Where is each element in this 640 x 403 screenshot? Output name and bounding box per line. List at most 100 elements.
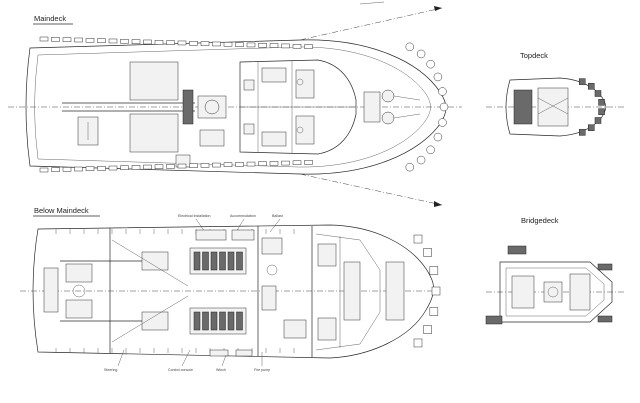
fender (292, 160, 302, 165)
cylinder (236, 251, 243, 271)
bridgedeck-plan: Bridgedeck (485, 216, 626, 325)
fender (416, 49, 426, 59)
fender (166, 40, 175, 45)
fender (212, 41, 221, 47)
wheelhouse (505, 267, 605, 317)
fender (166, 164, 175, 169)
topdeck-detail-lines (299, 1, 443, 207)
forepeak-cabins (315, 233, 381, 351)
fender (413, 234, 423, 244)
maindeck-hatch-starboard (129, 113, 179, 153)
fender (433, 72, 443, 82)
cylinder (202, 311, 209, 331)
anchor-gypsy-starboard (381, 111, 395, 125)
fender (438, 87, 447, 96)
bridgedeck-label: Bridgedeck (521, 216, 559, 225)
fender (154, 40, 164, 45)
cylinder (236, 311, 243, 331)
chart-table (511, 275, 535, 309)
below-maindeck-plan: Below Maindeck Electrical installation A… (20, 206, 441, 372)
topdeck-fenders (579, 78, 605, 136)
chain-locker (385, 261, 405, 321)
fender (212, 162, 221, 168)
callout-bottom-3: Winch (216, 368, 226, 372)
fender (85, 166, 95, 171)
fender (304, 160, 313, 165)
callout-top-2: Accommodation (230, 214, 256, 218)
cylinder (193, 251, 201, 271)
fender (304, 44, 313, 49)
fender (223, 162, 233, 167)
fender (143, 39, 152, 45)
callout-bottom-1: Steering (104, 368, 117, 372)
fender (235, 162, 244, 167)
maindeck-hatch-port (129, 61, 179, 101)
cabin-bunk-starboard (317, 317, 337, 341)
callout-top-3: Ballast (272, 214, 283, 218)
fender (131, 165, 141, 170)
deckhouse (239, 59, 357, 155)
fender (51, 37, 60, 42)
fender (416, 155, 426, 165)
callout-bottom-4: Fire pump (254, 368, 270, 372)
cylinder (202, 251, 209, 271)
towing-winch (182, 89, 194, 125)
fender (177, 40, 187, 46)
engine-cylinders-port (193, 251, 243, 271)
mess-table (261, 131, 287, 147)
topdeck-label: Topdeck (520, 51, 548, 60)
fender (143, 164, 152, 170)
bow-fenders (413, 234, 441, 348)
fender (258, 161, 267, 166)
fender (405, 42, 415, 52)
anchor-windlass (363, 91, 381, 123)
fender (177, 163, 187, 169)
cylinder (219, 251, 226, 271)
fender (246, 161, 256, 167)
rudder-stock (72, 284, 86, 298)
fender (85, 38, 95, 43)
fender (120, 165, 129, 170)
below-maindeck-label: Below Maindeck (34, 206, 89, 215)
fender (97, 166, 106, 171)
maindeck-plan: Maindeck (8, 1, 462, 207)
galley-unit (261, 67, 287, 83)
fender (588, 83, 595, 90)
fender (405, 162, 415, 172)
fender (200, 41, 210, 46)
maindeck-label: Maindeck (34, 14, 66, 23)
fender (598, 108, 605, 115)
topdeck-console (537, 87, 569, 127)
gearbox-starboard (141, 311, 169, 331)
cylinder (219, 311, 226, 331)
callout-top-1: Electrical installation (178, 214, 211, 218)
steering-gear (43, 267, 59, 313)
fender (438, 118, 447, 127)
fender (292, 44, 302, 49)
anchor-gypsy-port (381, 89, 395, 103)
cabin-bunk (295, 69, 315, 99)
topdeck-plan: Topdeck (486, 51, 626, 137)
fender (97, 38, 106, 43)
fender (423, 248, 432, 257)
fender (579, 78, 586, 85)
maindeck-hull-outline (25, 39, 447, 175)
maindeck-bulwark (34, 46, 431, 168)
fender (223, 42, 233, 47)
fender (39, 167, 49, 173)
fender (74, 37, 83, 43)
bridge-console (569, 273, 591, 311)
fender (108, 165, 118, 171)
cylinder (210, 251, 218, 271)
fender (120, 39, 129, 44)
fender (235, 42, 244, 47)
fender (423, 325, 432, 334)
switchboard (195, 229, 227, 241)
fender (51, 167, 60, 172)
fender (426, 59, 435, 69)
cylinder (227, 311, 235, 331)
fender (594, 90, 602, 97)
fender (281, 160, 290, 166)
fender (413, 338, 423, 348)
fender (108, 38, 118, 44)
